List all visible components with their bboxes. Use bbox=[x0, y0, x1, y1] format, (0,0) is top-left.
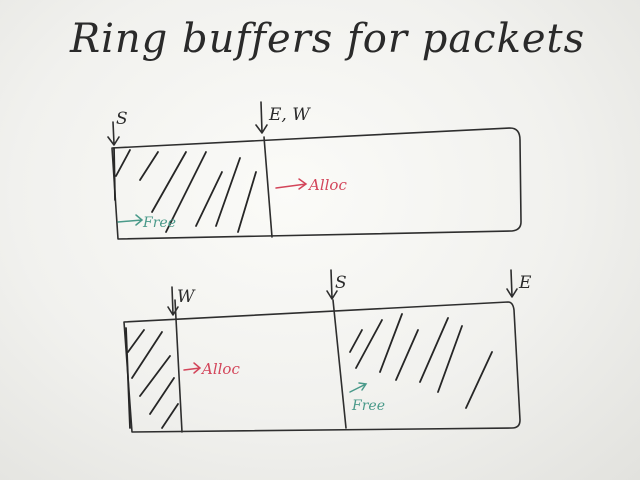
used-region-hatching-1 bbox=[113, 147, 257, 233]
pointer-w-arrow bbox=[167, 286, 179, 316]
free-arrow-2 bbox=[349, 382, 368, 393]
ring-buffer-1: S E, W Alloc Free bbox=[107, 101, 522, 240]
buffer-2-divider-right bbox=[332, 299, 347, 429]
buffer-1-outline bbox=[111, 127, 522, 240]
pointer-ew-label: E, W bbox=[268, 105, 311, 125]
buffer-1-divider bbox=[263, 136, 273, 238]
alloc-label-2: Alloc bbox=[200, 360, 240, 378]
pointer-s2-arrow bbox=[326, 269, 338, 300]
alloc-label-1: Alloc bbox=[307, 176, 347, 194]
pointer-s2-label: S bbox=[335, 273, 347, 293]
buffer-2-divider-left bbox=[174, 299, 183, 433]
free-label-2: Free bbox=[351, 398, 385, 414]
pointer-w-label: W bbox=[177, 287, 196, 307]
pointer-s-arrow bbox=[107, 121, 120, 146]
title: Ring buffers for packets bbox=[69, 16, 585, 62]
buffer-2-outline bbox=[123, 301, 521, 433]
ring-buffer-2: W S E Alloc bbox=[123, 269, 532, 433]
pointer-e-arrow bbox=[506, 269, 518, 298]
pointer-ew-arrow bbox=[255, 101, 268, 134]
pointer-s-label: S bbox=[116, 109, 128, 129]
used-region-hatching-2a bbox=[125, 327, 179, 429]
alloc-arrow-2 bbox=[183, 362, 202, 374]
free-arrow-1 bbox=[117, 214, 144, 226]
used-region-hatching-2b bbox=[349, 313, 493, 409]
pointer-e-label: E bbox=[518, 273, 532, 293]
free-label-1: Free bbox=[142, 215, 176, 231]
alloc-arrow-1 bbox=[275, 178, 308, 190]
